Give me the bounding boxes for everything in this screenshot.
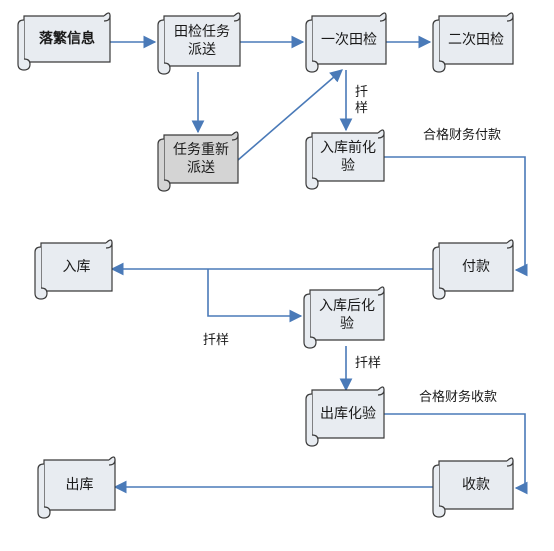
node-ruqianhua: 入库前化 验 (320, 140, 376, 174)
node-chuku: 出库 (65, 477, 94, 493)
node-shape-ruhouhua (303, 286, 385, 349)
edge-label-pay-ok: 合格财务付款 (423, 128, 502, 143)
node-chongxin: 任务重新 派送 (173, 142, 229, 176)
node-shape-chuhua (305, 386, 385, 447)
node-erci: 二次田检 (448, 32, 504, 48)
node-shape-luofan (17, 12, 111, 71)
node-ruku: 入库 (62, 259, 91, 275)
node-luofan: 落繁信息 (39, 31, 95, 47)
node-shape-chongxin (157, 131, 239, 192)
edge-label-receive-ok: 合格财务收款 (419, 390, 498, 405)
node-fukuan: 付款 (462, 259, 490, 275)
node-shape-chuku (37, 456, 116, 519)
edge-label-sample-3: 扦样 (355, 356, 382, 371)
edge-label-sample-1: 扦 样 (355, 85, 369, 116)
node-shape-erci (432, 12, 514, 73)
node-shape-yici (305, 12, 387, 73)
node-shoukuan: 收款 (462, 477, 490, 493)
node-yici: 一次田检 (321, 32, 377, 48)
edge-ruqianhua-to-fukuan (384, 156, 528, 277)
node-chuhua: 出库化验 (320, 406, 376, 422)
edge-chongxin-to-yici (237, 69, 343, 161)
node-shape-paifa (157, 12, 241, 75)
node-shape-fukuan (432, 239, 514, 300)
node-shape-ruku (34, 239, 113, 300)
node-ruhouhua: 入库后化 验 (319, 298, 375, 332)
node-paifa: 田检任务 派送 (174, 24, 230, 58)
edge-label-sample-2: 扦样 (203, 333, 230, 348)
edge-ruku-to-ruhouhua (207, 269, 303, 323)
node-shape-shoukuan (432, 457, 514, 518)
node-shape-ruqianhua (305, 129, 385, 190)
edge-chuhua-to-shoukuan (384, 413, 528, 495)
